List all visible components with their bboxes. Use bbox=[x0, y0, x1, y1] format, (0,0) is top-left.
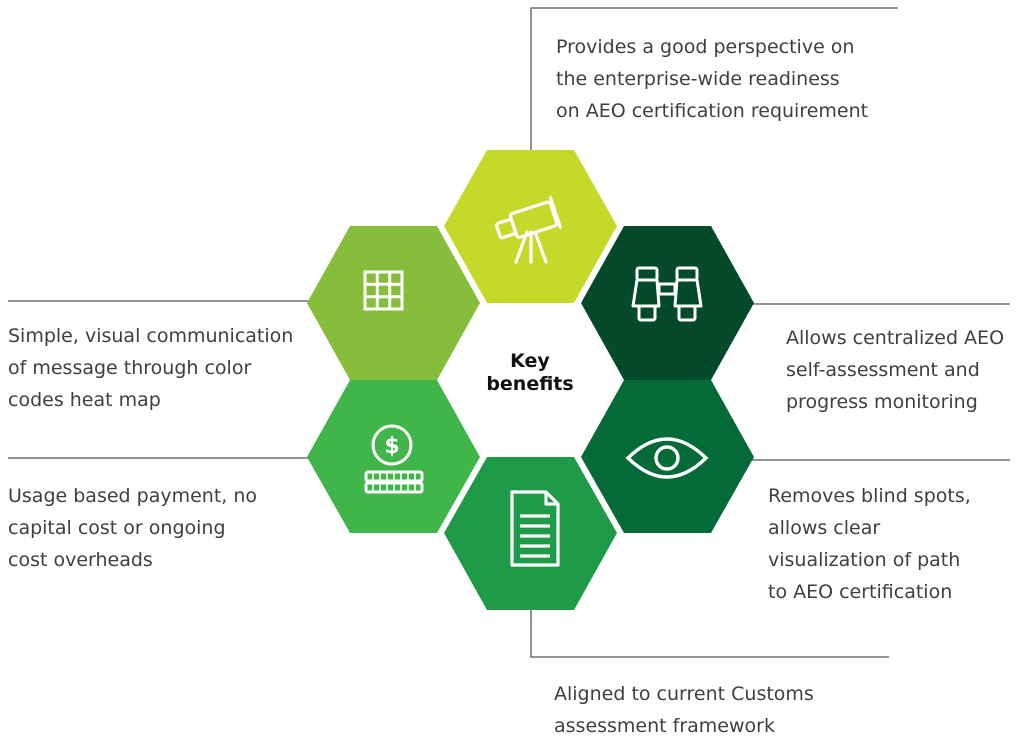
hex-eye bbox=[581, 380, 754, 533]
benefit-lower-right-line-1: Removes blind spots, bbox=[768, 485, 971, 507]
benefit-top-line-2: the enterprise-wide readiness bbox=[556, 68, 840, 90]
telescope-icon bbox=[494, 196, 562, 264]
hex-document bbox=[444, 457, 617, 610]
hex-binoculars bbox=[581, 226, 754, 380]
benefit-upper-left-line-1: Simple, visual communication bbox=[8, 325, 294, 347]
benefit-upper-right-line-1: Allows centralized AEO bbox=[786, 327, 1005, 349]
benefit-upper-left-line-2: of message through color bbox=[8, 357, 252, 379]
hex-telescope bbox=[444, 150, 617, 303]
connector-bottom bbox=[530, 610, 889, 658]
document-icon bbox=[510, 490, 560, 567]
benefit-lower-right-line-2: allows clear bbox=[768, 517, 881, 539]
benefit-top-line-3: on AEO certification requirement bbox=[556, 100, 869, 122]
benefit-lower-left-line-1: Usage based payment, no bbox=[8, 485, 258, 507]
benefit-top: Provides a good perspective on the enter… bbox=[556, 31, 868, 127]
benefit-lower-right: Removes blind spots, allows clear visual… bbox=[768, 480, 971, 608]
grid-icon bbox=[363, 270, 404, 311]
benefit-lower-left-line-3: cost overheads bbox=[8, 549, 153, 571]
benefit-bottom: Aligned to current Customs assessment fr… bbox=[554, 678, 814, 742]
eye-icon bbox=[625, 437, 709, 479]
center-label: Key benefits bbox=[462, 350, 598, 396]
benefit-lower-left: Usage based payment, no capital cost or … bbox=[8, 480, 257, 576]
benefit-upper-right-line-3: progress monitoring bbox=[786, 391, 978, 413]
hex-coin bbox=[307, 380, 480, 533]
center-label-line-2: benefits bbox=[486, 373, 574, 395]
connector-lines bbox=[8, 7, 1010, 658]
benefit-lower-right-line-4: to AEO certification bbox=[768, 581, 953, 603]
benefit-bottom-line-1: Aligned to current Customs bbox=[554, 683, 814, 705]
binoculars-icon bbox=[631, 266, 703, 322]
hex-grid bbox=[307, 226, 480, 380]
center-label-line-1: Key bbox=[510, 350, 550, 372]
benefit-upper-left: Simple, visual communication of message … bbox=[8, 320, 293, 416]
connector-top bbox=[530, 7, 898, 150]
benefit-bottom-line-2: assessment framework bbox=[554, 715, 775, 737]
benefit-upper-left-line-3: codes heat map bbox=[8, 389, 161, 411]
svg-text:$: $ bbox=[384, 434, 399, 459]
benefit-lower-right-line-3: visualization of path bbox=[768, 549, 961, 571]
benefit-lower-left-line-2: capital cost or ongoing bbox=[8, 517, 226, 539]
coin-icon: $ bbox=[364, 424, 424, 494]
benefit-top-line-1: Provides a good perspective on bbox=[556, 36, 855, 58]
benefit-upper-right: Allows centralized AEO self-assessment a… bbox=[786, 322, 1004, 418]
benefit-upper-right-line-2: self-assessment and bbox=[786, 359, 980, 381]
